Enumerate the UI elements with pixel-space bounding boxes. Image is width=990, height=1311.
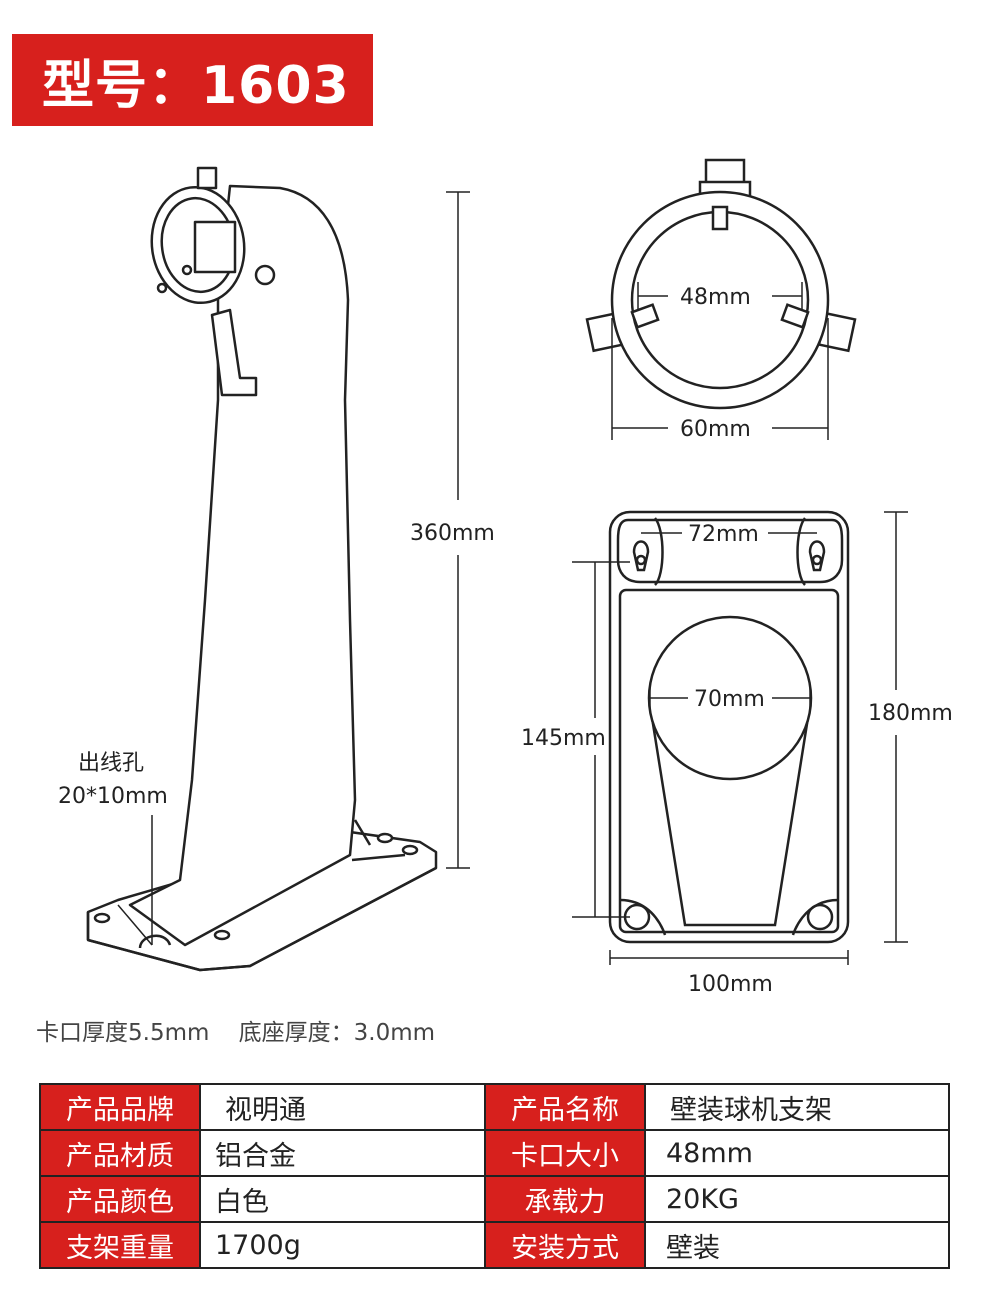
clamp-thickness: 卡口厚度5.5mm xyxy=(36,1020,210,1046)
spec-value: 壁装 xyxy=(644,1221,950,1269)
spec-label: 安装方式 xyxy=(484,1221,646,1269)
bracket-side-view xyxy=(86,166,438,972)
slot-spacing-label: 72mm xyxy=(688,522,759,547)
spec-label: 产品颜色 xyxy=(39,1175,201,1223)
outer-diameter-label: 60mm xyxy=(680,417,751,442)
spec-value: 壁装球机支架 xyxy=(644,1083,950,1131)
spec-value: 视明通 xyxy=(199,1083,486,1131)
table-row: 产品材质 铝合金 卡口大小 48mm xyxy=(39,1129,950,1177)
table-row: 支架重量 1700g 安装方式 壁装 xyxy=(39,1221,950,1269)
spec-value: 白色 xyxy=(199,1175,486,1223)
hole-spacing-label: 145mm xyxy=(521,726,606,751)
cable-hole-size: 20*10mm xyxy=(58,784,168,809)
inner-diameter-label: 48mm xyxy=(680,285,751,310)
spec-label: 产品品牌 xyxy=(39,1083,201,1131)
height-label: 360mm xyxy=(410,521,495,546)
thickness-note: 卡口厚度5.5mm 底座厚度：3.0mm xyxy=(36,1013,435,1047)
base-thickness: 底座厚度：3.0mm xyxy=(238,1020,436,1046)
spec-label: 产品名称 xyxy=(484,1083,646,1131)
spec-value: 20KG xyxy=(644,1175,950,1223)
model-number: 型号：1603 xyxy=(42,55,350,116)
cable-hole-label: 出线孔 xyxy=(78,751,144,776)
model-banner: 型号：1603 xyxy=(12,34,373,126)
spec-value: 48mm xyxy=(644,1129,950,1177)
spec-value: 铝合金 xyxy=(199,1129,486,1177)
hole-diameter-label: 70mm xyxy=(694,687,765,712)
spec-label: 支架重量 xyxy=(39,1221,201,1269)
spec-label: 承载力 xyxy=(484,1175,646,1223)
base-length-label: 180mm xyxy=(868,701,953,726)
table-row: 产品颜色 白色 承载力 20KG xyxy=(39,1175,950,1223)
base-width-label: 100mm xyxy=(688,972,773,997)
base-plate-view xyxy=(608,510,850,944)
clamp-top-view xyxy=(585,158,857,410)
spec-table: 产品品牌 视明通 产品名称 壁装球机支架 产品材质 铝合金 卡口大小 48mm … xyxy=(39,1083,950,1269)
spec-label: 产品材质 xyxy=(39,1129,201,1177)
dimension-drawings: 360mm 出线孔 20*10mm 48mm 60mm xyxy=(58,158,953,997)
height-dimension xyxy=(446,191,470,869)
spec-value: 1700g xyxy=(199,1221,486,1269)
table-row: 产品品牌 视明通 产品名称 壁装球机支架 xyxy=(39,1083,950,1131)
spec-label: 卡口大小 xyxy=(484,1129,646,1177)
